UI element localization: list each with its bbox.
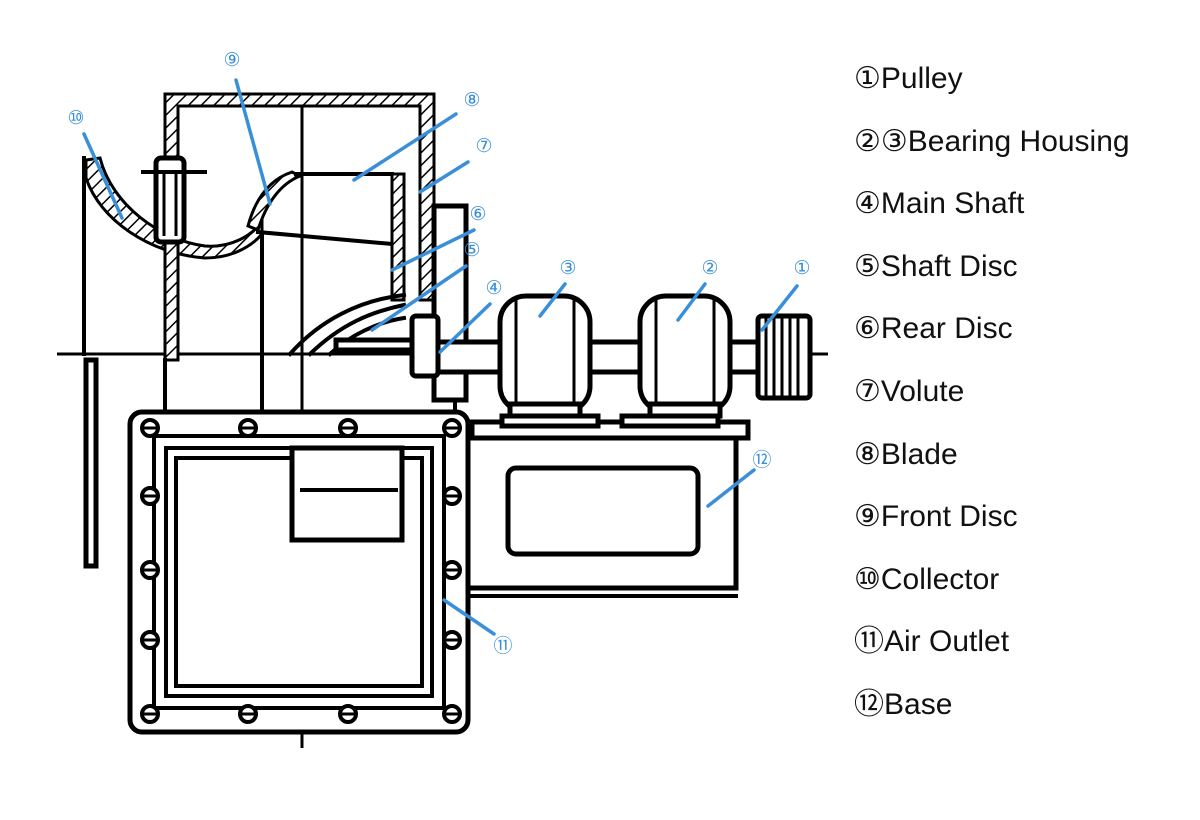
parts-legend: ①Pulley ②③Bearing Housing ④Main Shaft ⑤S… <box>854 48 1194 737</box>
marker-11: ⑪ <box>493 635 512 657</box>
flange-bolts <box>140 418 462 724</box>
leader-2 <box>676 282 707 322</box>
legend-base: ⑫Base <box>854 687 953 721</box>
leader-lines <box>82 78 799 636</box>
inlet-bolt <box>141 155 207 245</box>
leader-5 <box>370 264 468 332</box>
leader-1 <box>760 284 799 332</box>
leader-9 <box>234 78 272 206</box>
pulley <box>755 313 813 401</box>
leader-7 <box>418 160 470 194</box>
marker-10: ⑩ <box>67 107 84 129</box>
legend-pulley: ①Pulley <box>854 62 963 95</box>
air-outlet <box>127 409 471 735</box>
marker-12: ⑫ <box>752 449 771 471</box>
marker-2: ② <box>701 257 718 279</box>
leader-4 <box>438 302 492 354</box>
leader-8 <box>352 112 458 182</box>
marker-5: ⑤ <box>463 239 480 261</box>
legend-air-outlet: ⑪Air Outlet <box>854 625 1010 659</box>
leader-6 <box>390 228 476 272</box>
marker-8: ⑧ <box>463 89 480 111</box>
bearing-housing-2 <box>637 293 733 419</box>
leader-11 <box>442 598 496 636</box>
leader-3 <box>538 282 567 318</box>
legend-collector: ⑩Collector <box>854 562 1000 596</box>
legend-main-shaft: ④Main Shaft <box>854 187 1025 221</box>
legend-shaft-disc: ⑤Shaft Disc <box>854 249 1018 283</box>
legend-volute: ⑦Volute <box>854 374 965 408</box>
legend-rear-disc: ⑥Rear Disc <box>854 312 1013 346</box>
leader-12 <box>706 468 756 508</box>
marker-3: ③ <box>559 257 576 279</box>
marker-1: ① <box>793 257 810 279</box>
legend-blade: ⑧Blade <box>854 437 958 471</box>
base <box>465 413 751 598</box>
bearing-housing-3 <box>497 293 593 419</box>
part-markers: ① ② ③ ④⑤ ⑥ ⑦ ⑧ ⑨ ⑩ ⑪ ⑫ <box>67 49 810 657</box>
legend-bearing-housing: ②③Bearing Housing <box>854 124 1130 158</box>
marker-9: ⑨ <box>223 49 240 71</box>
leader-10 <box>82 132 124 220</box>
marker-6: ⑥ <box>469 203 486 225</box>
marker-7: ⑦ <box>475 135 492 157</box>
legend-front-disc: ⑨Front Disc <box>854 500 1018 534</box>
marker-4: ④ <box>485 277 502 299</box>
